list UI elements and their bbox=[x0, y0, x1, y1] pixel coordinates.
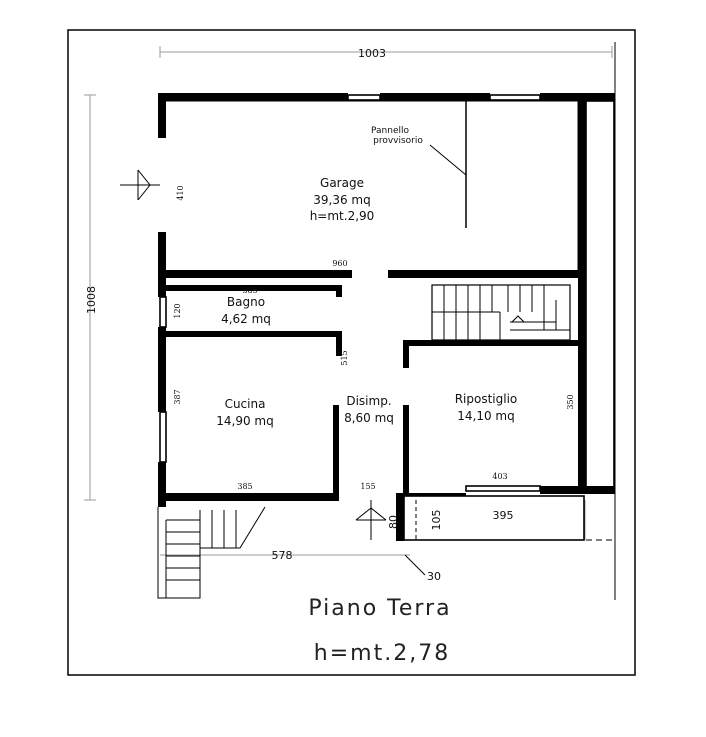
dim-bagno-side: 120 bbox=[173, 303, 182, 318]
room-disimp-name: Disimp. bbox=[346, 394, 391, 408]
room-bagno-name: Bagno bbox=[227, 295, 265, 309]
dim-entry-step: 80 bbox=[387, 515, 400, 529]
dim-top-width: 1003 bbox=[358, 47, 386, 60]
entry-arrow-left bbox=[120, 169, 160, 201]
dim-bagno-top: 385 bbox=[242, 286, 257, 295]
dim-ripostiglio-bottom: 403 bbox=[492, 472, 507, 481]
note-pannello-1: Pannello bbox=[371, 126, 409, 136]
room-cucina-area: 14,90 mq bbox=[216, 414, 273, 428]
walls bbox=[158, 93, 615, 541]
dim-wall-thick: 30 bbox=[427, 570, 441, 583]
dim-entrance: 155 bbox=[360, 482, 375, 491]
dim-left-height: 1008 bbox=[85, 286, 98, 314]
wall-thick-leader bbox=[404, 554, 426, 576]
dim-cucina-side: 387 bbox=[173, 389, 182, 404]
dim-left-ext: 578 bbox=[272, 549, 293, 562]
room-ripostiglio-name: Ripostiglio bbox=[455, 392, 518, 406]
room-disimp-area: 8,60 mq bbox=[344, 411, 394, 425]
room-garage-area: 39,36 mq bbox=[313, 193, 370, 207]
panel-leader bbox=[429, 144, 467, 176]
plan-height: h=mt.2,78 bbox=[314, 641, 450, 666]
internal-staircase bbox=[431, 284, 571, 341]
dim-garage-bottom: 960 bbox=[332, 259, 347, 268]
room-garage-height: h=mt.2,90 bbox=[310, 209, 375, 223]
dim-step-width: 395 bbox=[493, 509, 514, 522]
dim-ripostiglio-side: 350 bbox=[566, 394, 575, 409]
note-pannello-2: provvisorio bbox=[373, 136, 423, 146]
page-frame bbox=[67, 29, 636, 676]
dim-corridor: 515 bbox=[340, 350, 349, 365]
room-ripostiglio-area: 14,10 mq bbox=[457, 409, 514, 423]
dim-cucina-bottom: 385 bbox=[237, 482, 252, 491]
dim-step-depth: 105 bbox=[430, 510, 443, 531]
plan-title: Piano Terra bbox=[308, 596, 451, 621]
entry-arrow-bottom bbox=[355, 500, 387, 540]
dim-garage-side: 410 bbox=[176, 185, 185, 200]
room-garage-name: Garage bbox=[320, 176, 364, 190]
room-bagno-area: 4,62 mq bbox=[221, 312, 271, 326]
room-cucina-name: Cucina bbox=[225, 397, 266, 411]
external-staircase bbox=[157, 506, 266, 599]
